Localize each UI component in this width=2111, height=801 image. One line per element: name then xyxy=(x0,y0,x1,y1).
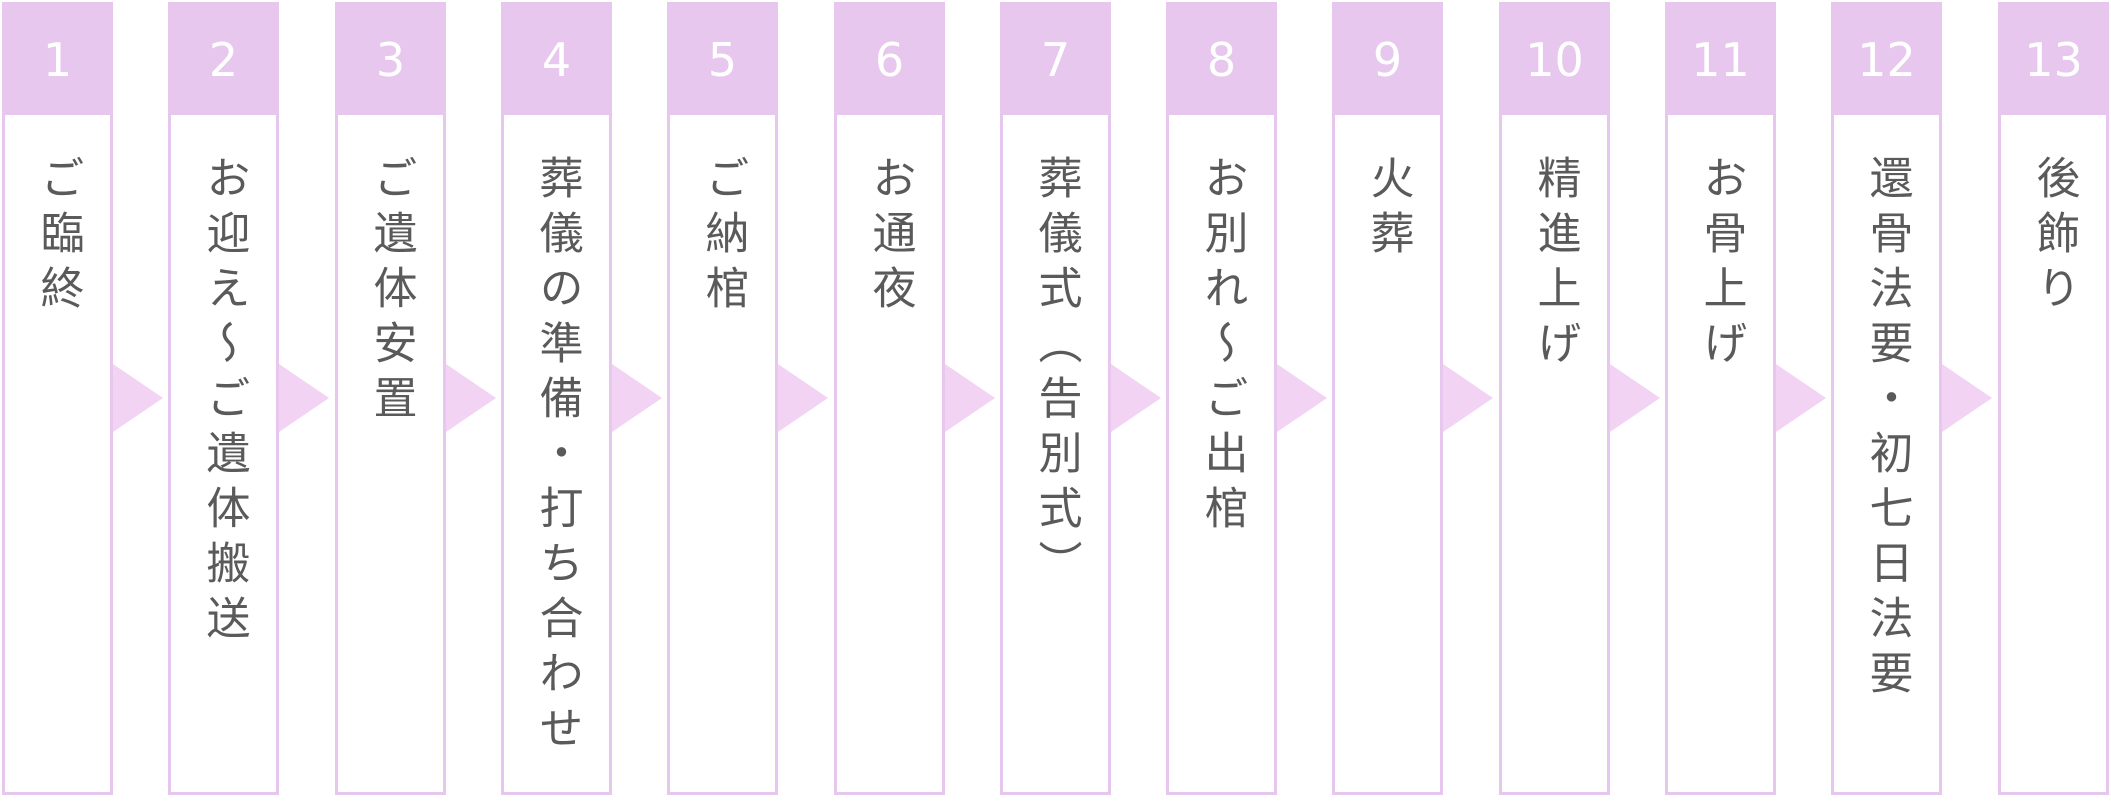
step-number: 11 xyxy=(1668,5,1773,115)
step-7: 7 葬儀式（告別式） xyxy=(1000,2,1111,795)
arrow-right-icon xyxy=(1942,364,1992,432)
step-label: 還骨法要・初七日法要 xyxy=(1861,155,1913,705)
step-number: 2 xyxy=(171,5,276,115)
step-label: 葬儀の準備・打ち合わせ xyxy=(531,155,583,760)
step-label: ご納棺 xyxy=(697,155,749,320)
step-12: 12 還骨法要・初七日法要 xyxy=(1831,2,1942,795)
step-13: 13 後飾り xyxy=(1998,2,2109,795)
step-label: ご遺体安置 xyxy=(365,155,417,430)
step-number: 9 xyxy=(1335,5,1440,115)
step-number: 7 xyxy=(1003,5,1108,115)
step-number: 3 xyxy=(338,5,443,115)
step-2: 2 お迎え〜ご遺体搬送 xyxy=(168,2,279,795)
step-label: お骨上げ xyxy=(1695,155,1747,375)
arrow-right-icon xyxy=(1776,364,1826,432)
arrow-right-icon xyxy=(1277,364,1327,432)
step-number: 6 xyxy=(837,5,942,115)
arrow-right-icon xyxy=(945,364,995,432)
step-4: 4 葬儀の準備・打ち合わせ xyxy=(501,2,612,795)
step-label: お迎え〜ご遺体搬送 xyxy=(198,155,250,650)
step-label: お別れ〜ご出棺 xyxy=(1196,155,1248,540)
step-label: 火葬 xyxy=(1362,155,1414,265)
step-label: 後飾り xyxy=(2028,155,2080,320)
step-number: 12 xyxy=(1834,5,1939,115)
step-5: 5 ご納棺 xyxy=(667,2,778,795)
step-number: 10 xyxy=(1502,5,1607,115)
arrow-right-icon xyxy=(446,364,496,432)
step-number: 8 xyxy=(1169,5,1274,115)
step-number: 13 xyxy=(2001,5,2106,115)
step-6: 6 お通夜 xyxy=(834,2,945,795)
step-8: 8 お別れ〜ご出棺 xyxy=(1166,2,1277,795)
step-number: 5 xyxy=(670,5,775,115)
arrow-right-icon xyxy=(279,364,329,432)
arrow-right-icon xyxy=(113,364,163,432)
arrow-right-icon xyxy=(1610,364,1660,432)
step-label: お通夜 xyxy=(864,155,916,320)
step-number: 4 xyxy=(504,5,609,115)
step-9: 9 火葬 xyxy=(1332,2,1443,795)
arrow-right-icon xyxy=(1111,364,1161,432)
step-3: 3 ご遺体安置 xyxy=(335,2,446,795)
step-10: 10 精進上げ xyxy=(1499,2,1610,795)
arrow-right-icon xyxy=(1443,364,1493,432)
step-11: 11 お骨上げ xyxy=(1665,2,1776,795)
arrow-right-icon xyxy=(778,364,828,432)
step-number: 1 xyxy=(5,5,110,115)
step-label: 葬儀式（告別式） xyxy=(1030,155,1082,595)
step-1: 1 ご臨終 xyxy=(2,2,113,795)
step-label: ご臨終 xyxy=(32,155,84,320)
step-label: 精進上げ xyxy=(1529,155,1581,375)
arrow-right-icon xyxy=(612,364,662,432)
